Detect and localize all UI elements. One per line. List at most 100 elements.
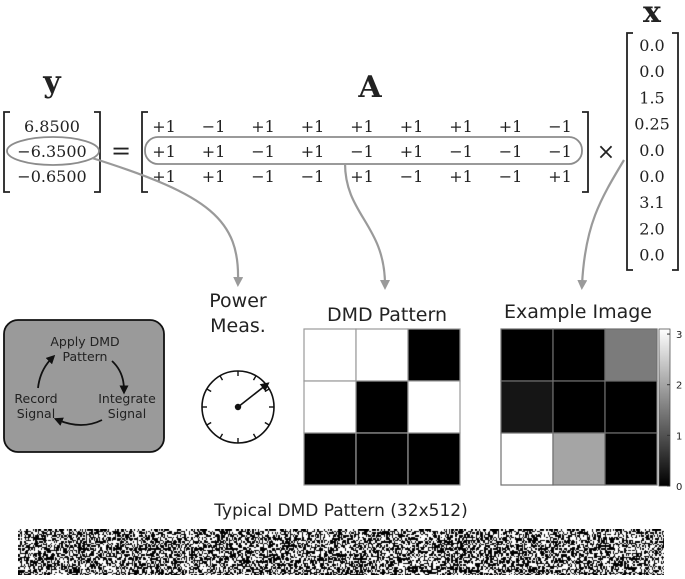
a-matrix-cell: +1: [499, 117, 523, 136]
x-value: 1.5: [639, 88, 664, 107]
example-image-cell: [604, 328, 658, 382]
a-matrix-cell: +1: [251, 117, 275, 136]
a-matrix-cell: −1: [251, 142, 275, 161]
y-value: −0.6500: [17, 167, 86, 186]
dmd-pattern-cell: [355, 328, 409, 382]
y-bracket-left: [3, 111, 10, 193]
example-image-cell: [552, 380, 606, 434]
example-image-cell: [500, 432, 554, 486]
x-vector-label: x: [643, 0, 662, 30]
example-image-grid: [500, 328, 658, 486]
y-highlight-ellipse: [6, 136, 100, 166]
a-matrix-cell: −1: [548, 142, 572, 161]
example-image-colorbar: [658, 328, 671, 487]
cycle-arrow-integrate-to-record: [53, 417, 103, 426]
x-value: 0.25: [634, 115, 670, 134]
dmd-pattern-cell: [303, 328, 357, 382]
dmd-pattern-title: DMD Pattern: [327, 304, 447, 326]
colorbar-ticks: 0 1 2 3: [667, 330, 682, 493]
x-value: 3.1: [639, 193, 664, 212]
a-row-highlight: [144, 136, 583, 165]
typical-dmd-pattern-noise: [18, 529, 664, 575]
a-matrix-cell: −1: [350, 142, 374, 161]
example-image-cell: [552, 328, 606, 382]
a-matrix-cell: +1: [350, 167, 374, 186]
a-matrix-cell: −1: [499, 142, 523, 161]
colorbar-tick-label: 2: [676, 381, 682, 392]
a-matrix-cell: +1: [548, 167, 572, 186]
cycle-step-integrate-line2: Signal: [108, 406, 146, 421]
x-value: 0.0: [639, 62, 664, 81]
a-matrix-cell: −1: [548, 117, 572, 136]
dmd-pattern-grid: [303, 328, 461, 486]
example-image-cell: [500, 380, 554, 434]
a-matrix-cell: +1: [400, 117, 424, 136]
example-image-cell: [604, 380, 658, 434]
x-bracket-left: [626, 32, 633, 271]
dmd-pattern-cell: [407, 380, 461, 434]
y-vector-values: 6.8500 −6.3500 −0.6500: [17, 117, 86, 186]
colorbar-tick-label: 0: [676, 482, 682, 493]
dmd-pattern-cell: [407, 432, 461, 486]
a-bracket-left: [141, 111, 148, 193]
cycle-step-record-line1: Record: [14, 391, 57, 406]
x-value: 2.0: [639, 219, 664, 238]
example-image-cell: [500, 328, 554, 382]
a-matrix-cell: −1: [400, 167, 424, 186]
example-image-cell: [604, 432, 658, 486]
a-matrix-cell: +1: [152, 142, 176, 161]
y-bracket-right: [94, 111, 101, 193]
a-matrix-cell: +1: [152, 117, 176, 136]
dmd-pattern-cell: [303, 380, 357, 434]
a-matrix-cell: +1: [350, 117, 374, 136]
cycle-arrow-record-to-apply: [37, 354, 56, 389]
a-matrix-cell: −1: [301, 167, 325, 186]
a-bracket-right: [582, 111, 589, 193]
dmd-pattern-cell: [407, 328, 461, 382]
a-matrix-cell: +1: [400, 142, 424, 161]
a-matrix-cell: +1: [301, 117, 325, 136]
x-bracket-right: [672, 32, 679, 271]
cycle-step-record-line2: Signal: [17, 406, 55, 421]
a-matrix-cell: −1: [499, 167, 523, 186]
a-matrix-cell: −1: [449, 142, 473, 161]
power-meas-label-line2: Meas.: [210, 315, 266, 337]
equals-sign: =: [111, 137, 131, 165]
x-vector-values: 0.0 0.0 1.5 0.25 0.0 0.0 3.1 2.0 0.0: [634, 36, 670, 265]
a-matrix-cell: +1: [301, 142, 325, 161]
a-matrix-label: A: [357, 70, 382, 105]
cycle-step-apply-line1: Apply DMD: [50, 334, 119, 349]
power-meter-dial-icon: [201, 370, 275, 444]
x-value: 0.0: [639, 36, 664, 55]
y-value: 6.8500: [24, 117, 80, 136]
colorbar-tick-label: 3: [676, 330, 682, 341]
measurement-cycle-box: [3, 319, 165, 453]
dmd-pattern-cell: [355, 380, 409, 434]
cycle-arrow-apply-to-integrate: [111, 360, 129, 395]
colorbar-tick-label: 1: [676, 431, 682, 442]
a-matrix-cell: −1: [202, 117, 226, 136]
arrow-to-example-image: [577, 159, 625, 290]
a-matrix-cell: +1: [449, 117, 473, 136]
y-value: −6.3500: [17, 142, 86, 161]
arrow-to-dmd-pattern: [343, 162, 390, 290]
x-value: 0.0: [639, 246, 664, 265]
a-matrix-cell: +1: [449, 167, 473, 186]
a-matrix-cell: +1: [202, 167, 226, 186]
example-image-cell: [552, 432, 606, 486]
x-value: 0.0: [639, 141, 664, 160]
power-meas-label-line1: Power: [209, 290, 267, 312]
y-vector-label: y: [42, 65, 62, 100]
cycle-step-integrate-line1: Integrate: [98, 391, 156, 406]
a-matrix-cell: +1: [202, 142, 226, 161]
arrow-to-power: [91, 156, 244, 287]
times-sign: ×: [597, 140, 615, 165]
x-value: 0.0: [639, 167, 664, 186]
typical-pattern-caption: Typical DMD Pattern (32x512): [213, 501, 467, 521]
example-image-title: Example Image: [504, 301, 652, 323]
dmd-pattern-cell: [355, 432, 409, 486]
a-matrix-cell: −1: [251, 167, 275, 186]
cycle-step-apply-line2: Pattern: [63, 349, 108, 364]
dmd-pattern-cell: [303, 432, 357, 486]
